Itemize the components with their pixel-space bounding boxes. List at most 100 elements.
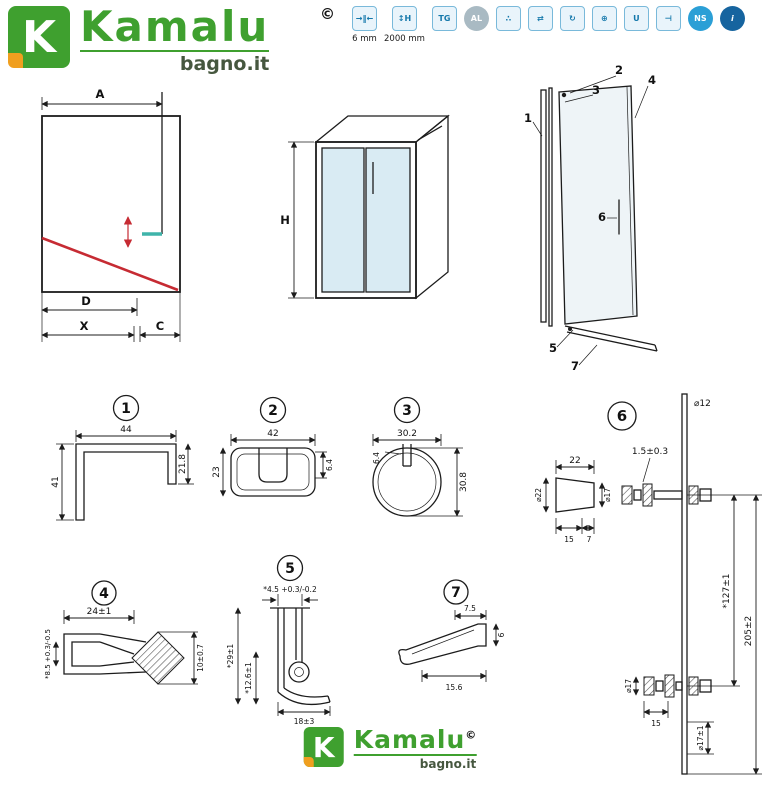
adjustable-opening-icon: ↻ — [559, 6, 585, 31]
dim-x-label: X — [80, 319, 89, 333]
detail-6-number: 6 — [617, 407, 627, 425]
adjustable-opening-glyph: ↻ — [569, 14, 576, 23]
detail-7-badge — [443, 579, 469, 605]
detail-1-number: 1 — [121, 401, 131, 417]
easy-installation-glyph: ⊕ — [601, 14, 608, 23]
logo-k-letter: K — [21, 11, 57, 63]
d6-cone-w: 22 — [569, 456, 580, 466]
glass-panel-left — [321, 147, 365, 293]
feature-icon-col: ∴ — [495, 6, 521, 31]
door-height-icon: ↕H — [391, 6, 417, 31]
detail-1-drawing: 1 44 41 21.8 — [51, 394, 194, 521]
anti-limescale-glyph: ∴ — [505, 14, 512, 23]
d3-right-dim: 30.8 — [459, 472, 469, 492]
glass-thickness-value: 6 mm — [352, 34, 377, 44]
logo-orange-corner — [8, 53, 23, 68]
d2-left-dim: 23 — [212, 466, 222, 477]
magnetic-closure-icon: U — [623, 6, 649, 31]
aluminium-icon: AL — [463, 6, 489, 31]
feature-icon-col: ⊕ — [591, 6, 617, 31]
tempered-glass-glyph: TG — [438, 14, 451, 23]
detail-4-dims: 24±1 *8.5 +0.3/-0.5 10±0.7 — [44, 607, 205, 685]
footer-brand-domain: bagno.it — [419, 757, 477, 771]
d5-left-inner-dim: *12.6±1 — [244, 662, 253, 694]
feature-icon-col: i — [719, 6, 745, 31]
door-structure — [540, 85, 658, 352]
iso-box — [314, 114, 450, 300]
detail-5-dims: *4.5 +0.3/-0.2 *29±1 *12.6±1 18±3 — [226, 585, 331, 726]
detail-6-badge — [607, 401, 637, 431]
d6-cone-dia-right: ⌀17 — [603, 488, 612, 502]
d4-left-dim: *8.5 +0.3/-0.5 — [44, 629, 52, 679]
ns-icon: NS — [687, 6, 713, 31]
detail-7-number: 7 — [451, 585, 461, 601]
detail-5-drawing: 5 *4.5 +0.3/-0.2 *29±1 *12.6±1 — [226, 554, 331, 726]
magnetic-closure-glyph: U — [633, 14, 640, 23]
callout-3: 3 — [592, 83, 600, 97]
feature-icon-col: ↕H 2000 mm — [384, 6, 425, 44]
footer-logo-k-letter: K — [312, 730, 335, 764]
callout-leaders — [532, 75, 649, 366]
copyright-mark: © — [320, 5, 335, 23]
footer-logo-orange-corner — [303, 757, 314, 767]
brand-name: Kamalu — [80, 2, 270, 51]
top-pivot — [561, 92, 567, 98]
bottom-seal-top — [564, 325, 656, 346]
aluminium-glyph: AL — [470, 14, 483, 23]
d1-left-dim: 41 — [51, 476, 61, 487]
detail-6-drawing: 6 ⌀12 22 ⌀22 ⌀17 15 7 — [534, 393, 762, 775]
d2-right-dim: 6.4 — [325, 459, 334, 471]
logo-k-tile: K — [8, 6, 70, 68]
brand-rule — [80, 50, 270, 52]
callout-numbers: 2 3 4 1 6 5 7 — [524, 63, 656, 373]
feature-icon-col: TG — [431, 6, 457, 31]
d7-top-dim: 7.5 — [464, 604, 476, 613]
feature-icon-col: ⇄ — [527, 6, 553, 31]
dim-d-label: D — [81, 294, 91, 308]
glass-thickness-glyph: →‖← — [355, 14, 374, 23]
wall-fixing-glyph: ⊣ — [664, 14, 673, 23]
iso-view-drawing: H — [280, 114, 450, 300]
detail-3-badge — [393, 396, 421, 424]
d6-cone-dia-left: ⌀22 — [534, 488, 543, 502]
door-swing-line — [41, 236, 179, 292]
dim-h-label: H — [280, 213, 290, 227]
detail-6-top-fixing: 1.5±0.3 — [621, 447, 712, 507]
pivot-profile — [548, 87, 553, 327]
d4-right-dim: 10±0.7 — [196, 644, 205, 672]
d5-left-outer-dim: *29±1 — [226, 644, 235, 669]
callout-1: 1 — [524, 111, 532, 125]
callout-4: 4 — [648, 73, 656, 87]
iso-dim-h: H — [280, 141, 314, 299]
feature-icon-col: →‖← 6 mm — [352, 6, 377, 44]
reversible-icon: ⇄ — [527, 6, 553, 31]
plan-dim-a: A — [41, 87, 163, 110]
footer-logo-k-tile: K — [303, 727, 344, 767]
d7-bottom-dim: 15.6 — [446, 683, 463, 692]
feature-icon-col: ⊣ — [655, 6, 681, 31]
d6-bot-dia2: ⌀17±1 — [696, 725, 705, 750]
dim-a-label: A — [96, 87, 105, 101]
feature-icon-col: U — [623, 6, 649, 31]
callout-2: 2 — [615, 63, 623, 77]
d6-len-inner: *127±1 — [722, 574, 732, 609]
info-icon: i — [719, 6, 745, 31]
feature-icon-col: AL — [463, 6, 489, 31]
detail-7-drawing: 7 7.5 6 15.6 — [398, 579, 506, 692]
d6-rod-dia: ⌀12 — [694, 399, 711, 409]
feature-icon-col: ↻ — [559, 6, 585, 31]
footer-logo-text-block: Kamalu© bagno.it — [353, 727, 477, 771]
footer-copyright-mark: © — [465, 728, 477, 742]
plan-dim-d: D — [41, 292, 138, 342]
d5-bottom-dim: 18±3 — [294, 717, 315, 726]
feature-icons-row: →‖← 6 mm ↕H 2000 mm TG AL ∴ ⇄ ↻ ⊕ U ⊣ — [352, 6, 745, 44]
detail-4-badge — [91, 580, 117, 606]
d6-cone-b1: 15 — [564, 535, 574, 544]
open-door-edge — [417, 125, 443, 141]
bottom-seal-bottom — [566, 331, 658, 352]
detail-4-profile — [63, 631, 185, 685]
detail-2-badge — [259, 396, 287, 424]
easy-installation-icon: ⊕ — [591, 6, 617, 31]
d6-cone-b2: 7 — [587, 535, 592, 544]
d2-top-dim: 42 — [267, 429, 278, 439]
